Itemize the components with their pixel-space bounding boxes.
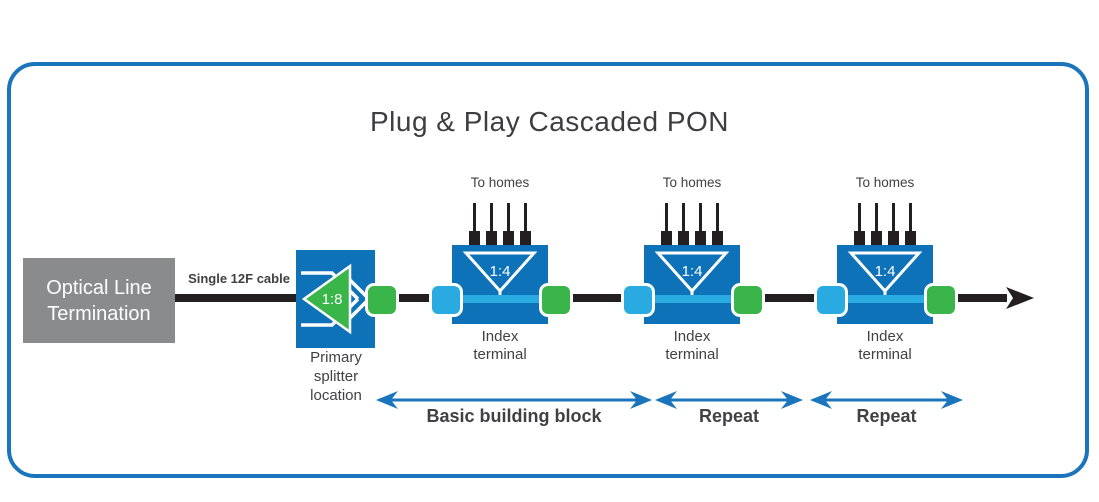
terminal-passthrough-line [827,295,943,303]
drop-pin [905,231,916,246]
right-arrowhead-icon [1006,287,1034,309]
double-headed-arrow-icon [376,390,652,410]
olt-box: Optical Line Termination [23,258,175,343]
drop-pin [854,231,865,246]
terminal-box: 1:4 [837,245,933,324]
terminal-output-connector [539,283,573,317]
terminal-passthrough-line [634,295,750,303]
terminal-input-connector [621,283,655,317]
optical-splitter-1x8-icon: 1:8 [301,263,372,335]
splitter-triangle-1x4-icon: 1:4 [847,251,923,299]
drop-pin [507,203,510,231]
splitter-triangle-1x4-icon: 1:4 [654,251,730,299]
terminal-passthrough-line [442,295,558,303]
double-headed-arrow-icon [810,390,963,410]
drop-pin [858,203,861,231]
to-homes-label: To homes [662,175,722,190]
drop-pin [469,231,480,246]
drop-pin [875,203,878,231]
drop-pin [503,231,514,246]
drop-pin [520,231,531,246]
terminal-output-connector [924,283,958,317]
diagram-frame [7,62,1089,478]
terminal-ratio: 1:4 [682,263,703,280]
drop-pin [871,231,882,246]
terminal-ratio: 1:4 [490,263,511,280]
terminal-label: Index terminal [665,328,719,363]
main-fiber-line [175,294,1007,302]
terminal-box: 1:4 [452,245,548,324]
drop-pin [682,203,685,231]
span-label-repeat: Repeat [698,406,760,426]
double-headed-arrow-icon [655,390,803,410]
span-label-repeat: Repeat [856,406,917,426]
drop-pin [473,203,476,231]
splitter-output-connector [365,283,399,317]
drop-pin [678,231,689,246]
splitter-ratio: 1:8 [322,291,343,308]
drop-pin [665,203,668,231]
diagram-title: Plug & Play Cascaded PON [369,106,730,137]
span-label-basic-building-block: Basic building block [426,406,602,426]
drop-pin [909,203,912,231]
drop-pin [712,231,723,246]
terminal-label: Index terminal [858,328,912,363]
terminal-output-connector [731,283,765,317]
to-homes-label: To homes [855,175,915,190]
drop-pin [695,231,706,246]
drop-pin [661,231,672,246]
cable-label: Single 12F cable [188,271,290,286]
index-terminal-group: To homes 1:4 Index terminal [621,170,765,370]
drop-pin [888,231,899,246]
terminal-label: Index terminal [473,328,527,363]
drop-pin [490,203,493,231]
terminal-input-connector [814,283,848,317]
terminal-box: 1:4 [644,245,740,324]
index-terminal-group: To homes 1:4 Index terminal [429,170,573,370]
terminal-input-connector [429,283,463,317]
drop-pin [524,203,527,231]
olt-label: Optical Line Termination [46,276,152,325]
drop-pin [699,203,702,231]
drop-pin [892,203,895,231]
index-terminal-group: To homes 1:4 Index terminal [814,170,958,370]
to-homes-label: To homes [470,175,530,190]
drop-pin [716,203,719,231]
terminal-ratio: 1:4 [875,263,896,280]
primary-splitter-box: 1:8 [296,250,375,348]
splitter-triangle-1x4-icon: 1:4 [462,251,538,299]
splitter-label: Primary splitter location [310,349,362,404]
drop-pin [486,231,497,246]
